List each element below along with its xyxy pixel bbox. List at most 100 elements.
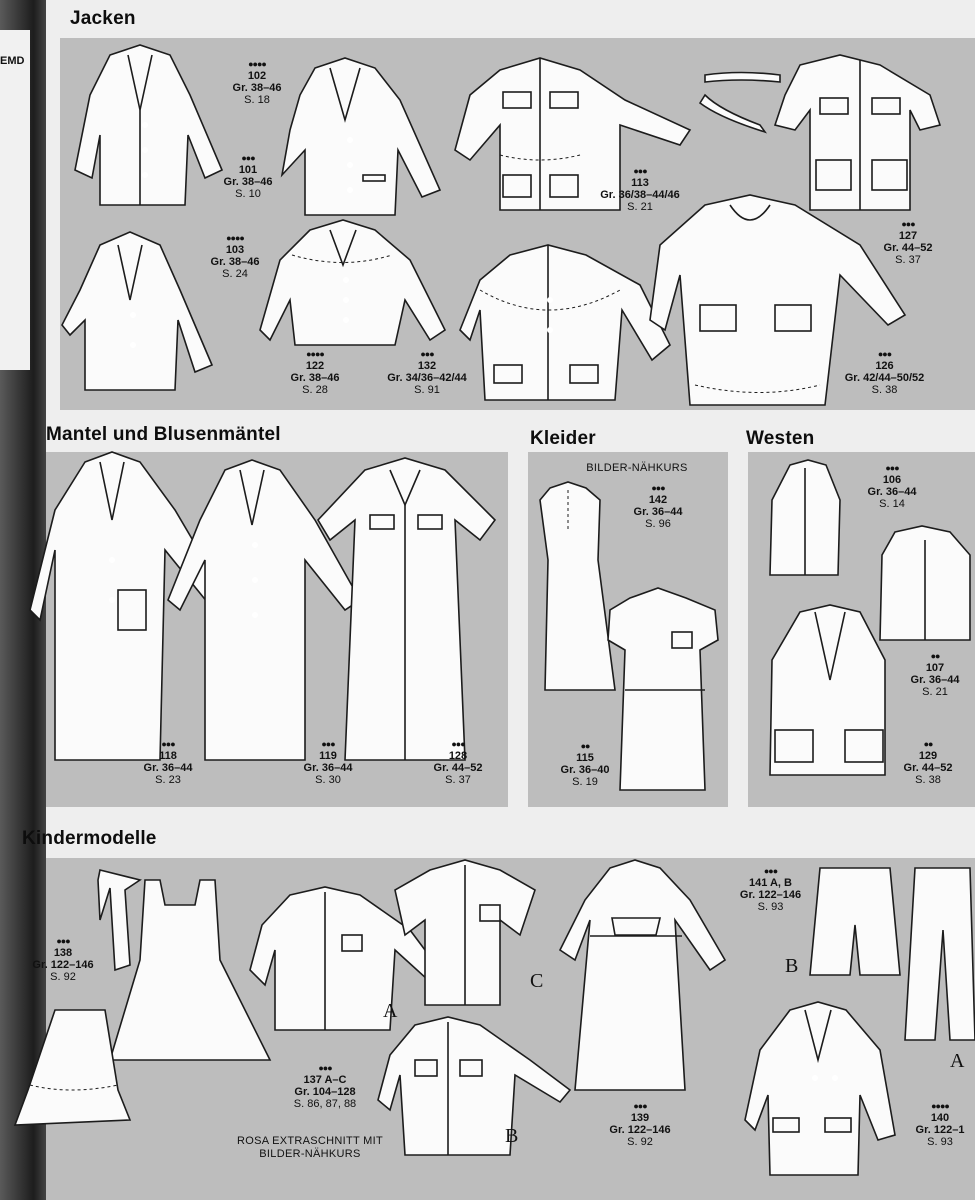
model-number: 137 A–C: [303, 1074, 347, 1086]
coat-119-drawing: [167, 459, 362, 761]
difficulty-dots: ●●●●: [226, 233, 245, 243]
page-ref: S. 86, 87, 88: [293, 1098, 357, 1110]
size-range: Gr. 44–52: [883, 242, 933, 254]
variant-label-b-pants: B: [785, 955, 799, 977]
size-range: Gr. 42/44–50/52: [844, 372, 925, 384]
model-number: 102: [247, 70, 267, 82]
section-heading-jacken: Jacken: [70, 8, 136, 29]
shirt-137c-drawing: [394, 859, 536, 1006]
model-label-122: ●●●● 122 Gr. 38–46 S. 28: [280, 348, 350, 396]
difficulty-dots: ●●: [923, 739, 934, 749]
model-label-103: ●●●● 103 Gr. 38–46 S. 24: [200, 232, 270, 280]
page-ref: S. 23: [155, 774, 181, 786]
page-ref: S. 38: [871, 384, 898, 396]
size-range: Gr. 38–46: [210, 256, 260, 268]
size-range: Gr. 38–46: [290, 372, 340, 384]
shorts-141b-drawing: [809, 867, 901, 976]
model-number: 122: [305, 360, 325, 372]
page-ref: S. 92: [50, 971, 76, 983]
model-number: 128: [448, 750, 468, 762]
page-ref: S. 19: [572, 776, 598, 788]
page-ref: S. 37: [895, 254, 921, 266]
model-label-113: ●●● 113 Gr. 36/38–44/46 S. 21: [590, 165, 690, 213]
difficulty-dots: ●●●: [763, 866, 778, 876]
variant-label-a: A: [383, 1000, 398, 1022]
coat-126-drawing: [649, 194, 907, 406]
jacket-113-drawing: [454, 57, 692, 211]
page-ref: S. 18: [244, 94, 270, 106]
page-ref: S. 14: [879, 498, 905, 510]
rosa-extraschnitt-line2: BILDER-NÄHKURS: [259, 1148, 361, 1160]
size-range: Gr. 34/36–42/44: [387, 372, 467, 384]
model-number: 141 A, B: [748, 877, 792, 889]
size-range: Gr. 44–52: [903, 762, 953, 774]
rosa-extraschnitt-line1: ROSA EXTRASCHNITT MIT: [236, 1135, 384, 1147]
size-range: Gr. 44–52: [433, 762, 483, 774]
size-range: Gr. 36/38–44/46: [600, 189, 680, 201]
vest-106-drawing: [769, 459, 841, 576]
jacket-132-drawing: [459, 244, 671, 401]
model-label-119: ●●● 119 Gr. 36–44 S. 30: [288, 738, 368, 786]
difficulty-dots: ●●●: [420, 349, 434, 359]
variant-label-a-pants: A: [950, 1050, 965, 1072]
rosa-extraschnitt-note: ROSA EXTRASCHNITT MIT BILDER-NÄHKURS: [210, 1135, 410, 1161]
size-range: Gr. 122–146: [609, 1124, 671, 1136]
section-heading-westen: Westen: [746, 428, 815, 449]
difficulty-dots: ●●: [580, 741, 591, 751]
page-ref: S. 93: [927, 1136, 953, 1148]
vest-129-drawing: [769, 604, 886, 776]
size-range: Gr. 36–44: [303, 762, 353, 774]
model-number: 115: [576, 752, 594, 764]
model-number: 107: [925, 662, 945, 674]
section-heading-kindermodelle: Kindermodelle: [22, 828, 157, 849]
difficulty-dots: ●●●: [56, 936, 70, 946]
vest-107-drawing: [879, 525, 971, 641]
model-number: 129: [918, 750, 938, 762]
belt-127-drawing: [698, 71, 781, 134]
size-range: Gr. 122–146: [32, 959, 94, 971]
jacket-127-drawing: [773, 54, 942, 211]
model-label-140: ●●●● 140 Gr. 122–1 S. 93: [905, 1100, 975, 1148]
model-label-128: ●●● 128 Gr. 44–52 S. 37: [418, 738, 498, 786]
variant-label-b: B: [505, 1125, 519, 1147]
page-ref: S. 93: [757, 901, 784, 913]
model-label-102: ●●●● 102 Gr. 38–46 S. 18: [222, 58, 292, 106]
dress-coat-128-drawing: [317, 457, 497, 761]
adjacent-page-text: EMD: [0, 55, 25, 67]
model-label-137: ●●● 137 A–C Gr. 104–128 S. 86, 87, 88: [275, 1062, 375, 1110]
model-number: 103: [225, 244, 245, 256]
size-range: Gr. 122–146: [739, 889, 802, 901]
page-ref: S. 24: [222, 268, 248, 280]
size-range: Gr. 36–44: [910, 674, 960, 686]
page-ref: S. 96: [645, 518, 671, 530]
model-number: 118: [159, 750, 177, 762]
page-ref: S. 28: [302, 384, 328, 396]
model-number: 142: [648, 494, 668, 506]
dress-115-drawing: [607, 587, 719, 791]
size-range: Gr. 36–44: [867, 486, 917, 498]
model-label-138: ●●● 138 Gr. 122–146 S. 92: [22, 935, 104, 983]
variant-label-c: C: [530, 970, 544, 992]
difficulty-dots: ●●●●: [306, 349, 325, 359]
model-label-141: ●●● 141 A, B Gr. 122–146 S. 93: [728, 865, 813, 913]
model-label-101: ●●● 101 Gr. 38–46 S. 10: [208, 152, 288, 200]
dress-138-drawing: [108, 879, 272, 1061]
pants-141a-drawing: [904, 867, 975, 1041]
model-number: 106: [882, 474, 902, 486]
skirt-138-drawing: [13, 1009, 132, 1126]
difficulty-dots: ●●●: [885, 463, 899, 473]
adjacent-page: [0, 30, 30, 370]
page-ref: S. 92: [627, 1136, 653, 1148]
size-range: Gr. 122–1: [915, 1124, 965, 1136]
page-ref: S. 30: [315, 774, 341, 786]
difficulty-dots: ●●●: [633, 1101, 647, 1111]
model-number: 101: [238, 164, 258, 176]
dress-139-drawing: [558, 859, 727, 1091]
model-label-127: ●●● 127 Gr. 44–52 S. 37: [868, 218, 948, 266]
model-label-106: ●●● 106 Gr. 36–44 S. 14: [852, 462, 932, 510]
model-number: 140: [930, 1112, 950, 1124]
size-range: Gr. 36–44: [633, 506, 683, 518]
difficulty-dots: ●●●: [651, 483, 665, 493]
jacket-102-drawing: [280, 57, 442, 216]
jacket-122-drawing: [259, 219, 447, 346]
